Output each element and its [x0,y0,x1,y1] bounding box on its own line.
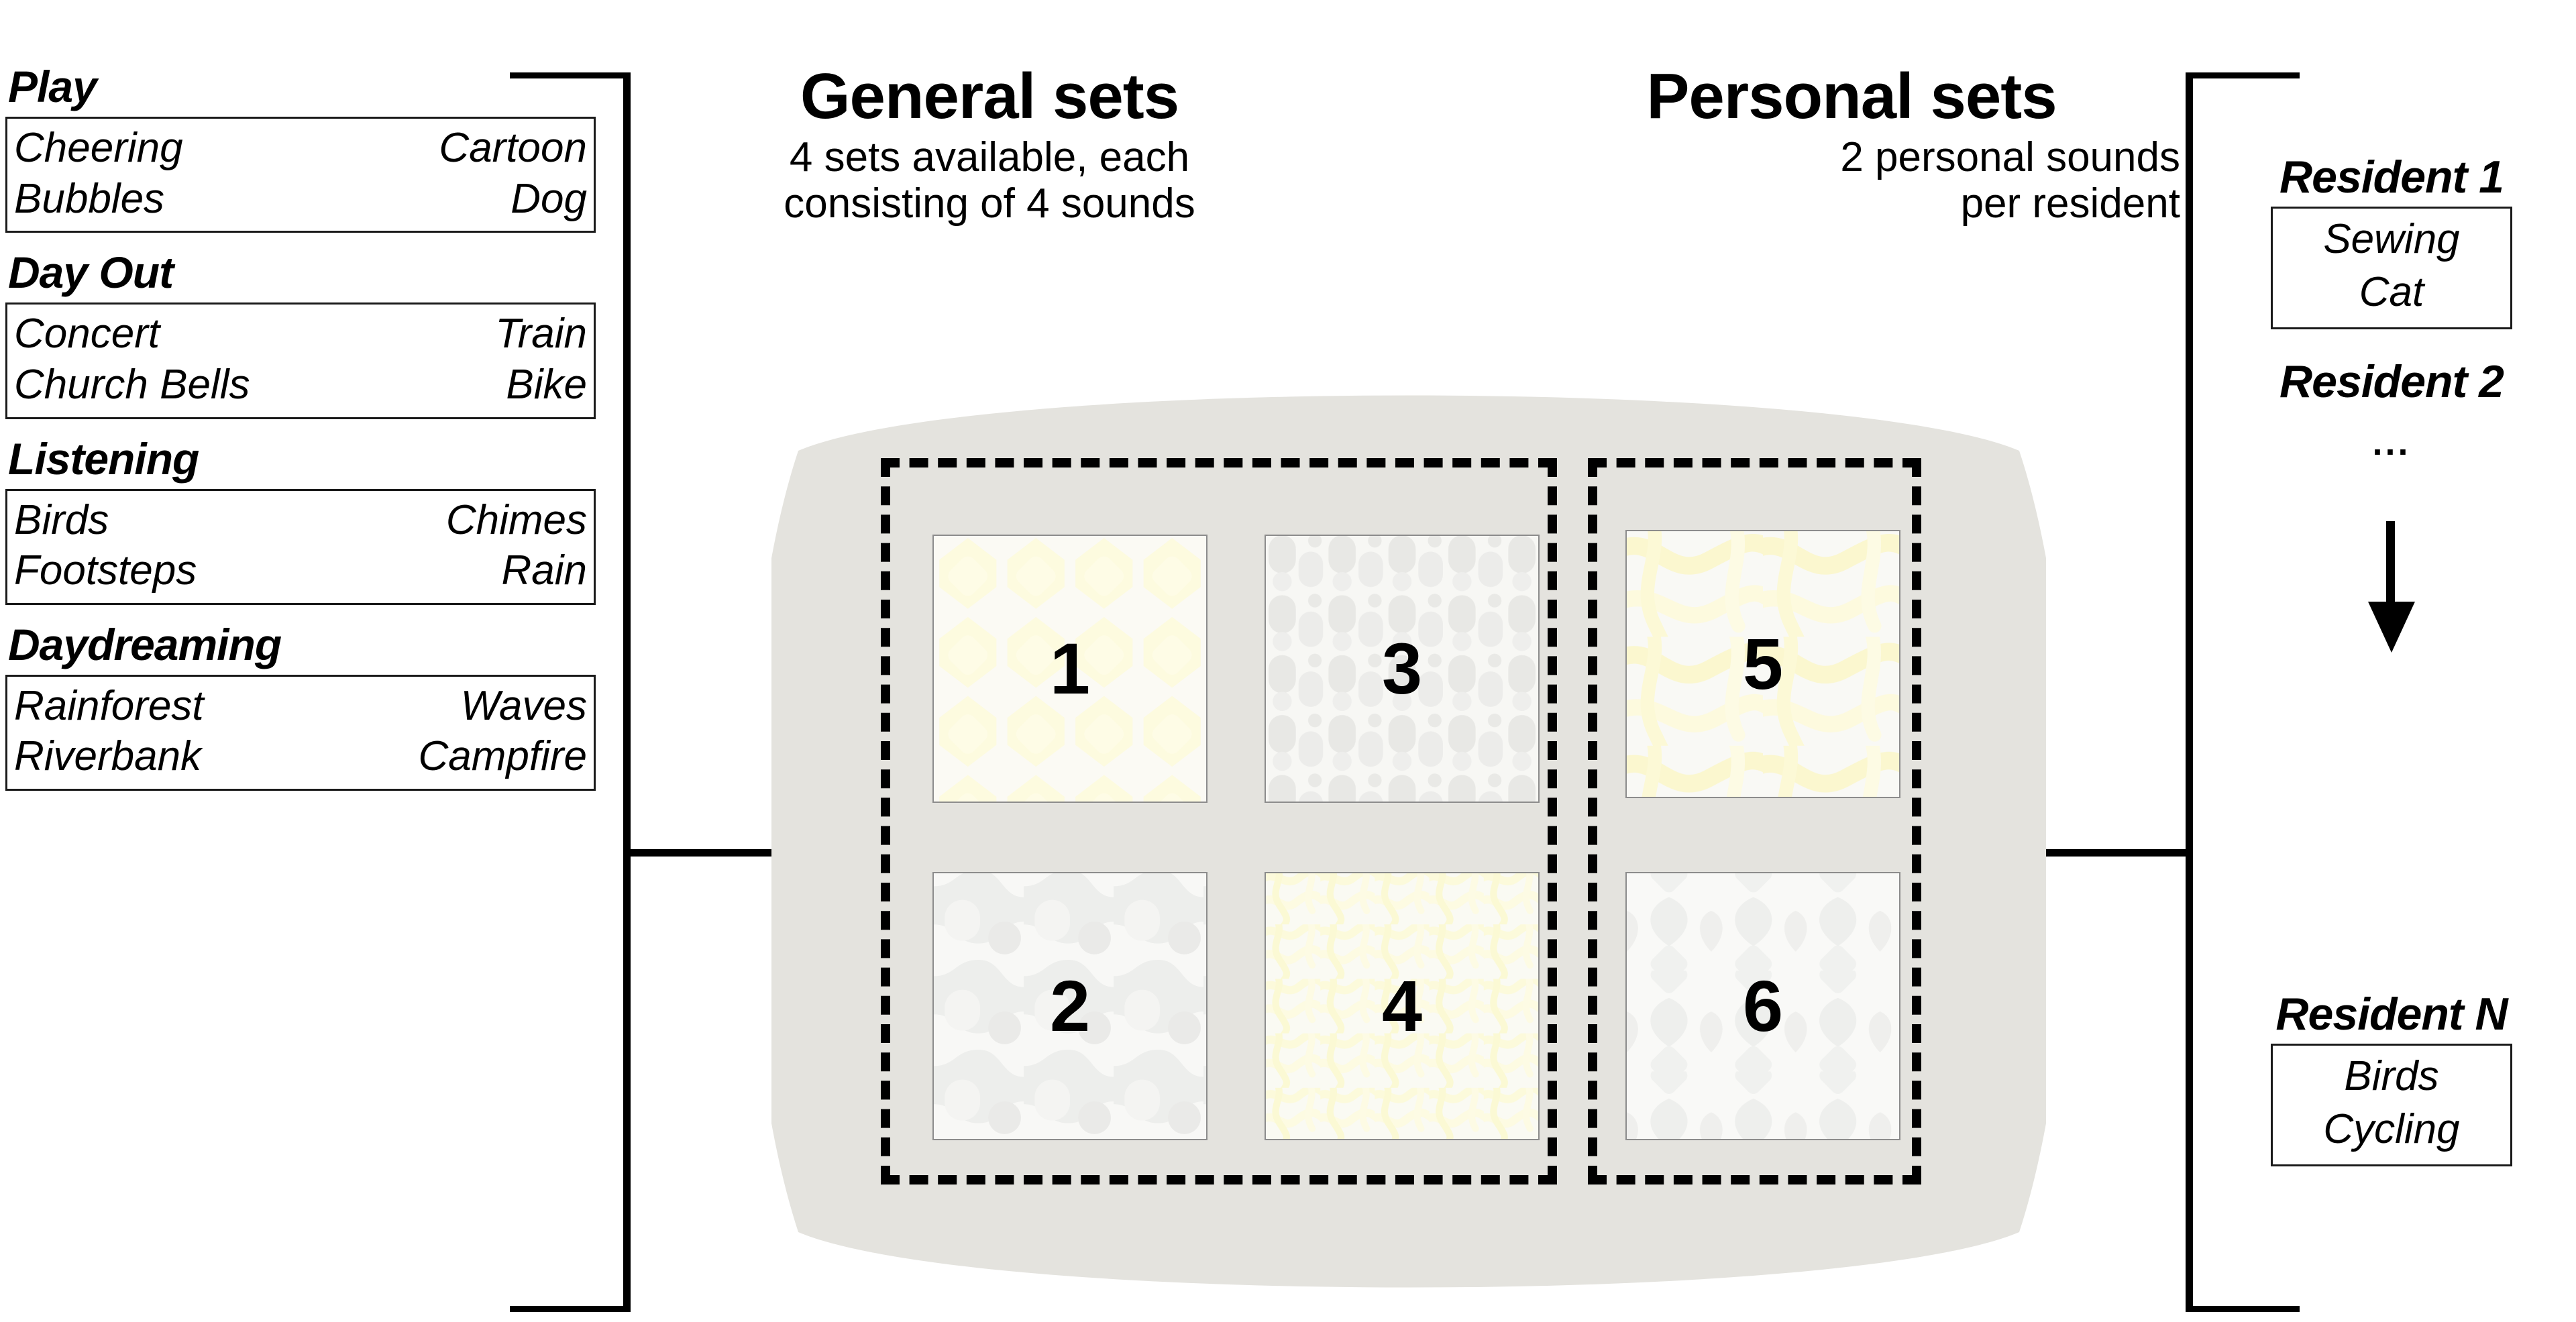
connector-left-to-cushion [624,849,885,857]
general-sets-subtitle-line1: 4 sets available, each [789,134,1190,180]
right-bracket [2186,72,2300,1312]
diamond-yellow-pattern-icon [934,536,1206,802]
sound-label: Church Bells [14,361,250,408]
category-block-daydreaming: Daydreaming Rainforest Waves Riverbank C… [5,622,596,791]
sound-label: Bubbles [14,175,165,222]
resident-title: Resident 1 [2279,152,2504,203]
wave-yellow-pattern-icon [1627,531,1899,797]
sound-label: Bike [506,361,587,408]
resident-sound-label: Cycling [2323,1106,2460,1153]
general-sets-header: General sets 4 sets available, each cons… [644,64,1335,227]
sound-label: Dog [511,175,587,222]
category-sound-box: Concert Train Church Bells Bike [5,302,596,419]
category-sound-box: Cheering Cartoon Bubbles Dog [5,117,596,233]
sound-tile-2[interactable]: 2 [932,872,1208,1140]
sound-label: Birds [14,496,109,543]
resident-title: Resident N [2275,989,2508,1040]
squiggle-yellow-pattern-icon [1266,873,1538,1139]
left-bracket [510,72,631,1312]
bracket-top-arm [2186,72,2300,78]
tile-number: 1 [1049,628,1091,709]
residents-column: Resident 1 Sewing Cat Resident 2 ... [2214,154,2569,659]
sound-label: Cheering [14,125,183,171]
connector-cushion-to-right [1932,849,2190,857]
category-block-play: Play Cheering Cartoon Bubbles Dog [5,64,596,233]
category-title: Day Out [8,247,174,298]
tile-number: 6 [1742,965,1784,1046]
sound-label: Riverbank [14,733,202,780]
personal-sets-dashed-group [1588,458,1921,1185]
resident-title: Resident 2 [2279,355,2504,407]
general-sets-title: General sets [800,60,1179,132]
sound-label: Chimes [445,496,587,543]
bracket-top-arm [510,72,631,78]
sound-label: Train [495,311,587,357]
category-block-day-out: Day Out Concert Train Church Bells Bike [5,250,596,419]
resident-sound-label: Birds [2344,1053,2439,1099]
resident-sound-label: Cat [2359,269,2424,316]
sound-label: Footsteps [14,547,197,594]
bracket-spine [623,72,631,1312]
category-sound-box: Rainforest Waves Riverbank Campfire [5,674,596,791]
sound-tile-3[interactable]: 3 [1265,535,1540,803]
general-sets-subtitle-line2: consisting of 4 sounds [784,180,1195,227]
sound-label: Rainforest [14,682,204,729]
sound-row: Bubbles Dog [14,174,587,225]
resident-sound-box: Birds Cycling [2271,1044,2512,1166]
personal-sets-subtitle-line1: 2 personal sounds [1840,134,2180,180]
sound-label: Waves [460,682,587,729]
sound-categories-column: Play Cheering Cartoon Bubbles Dog Day Ou… [5,64,596,808]
leaf-grey-pattern-icon [1627,873,1899,1139]
sound-label: Cartoon [439,125,587,171]
sound-row: Cheering Cartoon [14,123,587,174]
category-block-listening: Listening Birds Chimes Footsteps Rain [5,437,596,605]
residents-ellipsis: ... [2372,422,2411,463]
tile-number: 3 [1381,628,1423,709]
sound-row: Birds Chimes [14,495,587,546]
sound-row: Footsteps Rain [14,545,587,596]
category-title: Daydreaming [8,619,282,669]
personal-sets-title: Personal sets [1646,60,2057,132]
personal-sets-header: Personal sets 2 personal sounds per resi… [1516,64,2187,227]
blob-grey-pattern-icon [934,873,1206,1139]
personal-sets-subtitle-line2: per resident [1960,180,2180,227]
sound-row: Rainforest Waves [14,681,587,732]
down-arrow-icon [2351,520,2432,659]
resident-sound-box: Sewing Cat [2271,207,2512,329]
resident-block-2: Resident 2 ... [2214,359,2569,463]
category-title: Listening [8,433,199,484]
sound-label: Campfire [418,733,587,780]
sound-tile-4[interactable]: 4 [1265,872,1540,1140]
sound-label: Concert [14,311,160,357]
category-sound-box: Birds Chimes Footsteps Rain [5,488,596,605]
sound-label: Rain [501,547,587,594]
sound-row: Concert Train [14,309,587,360]
bracket-spine [2186,72,2193,1312]
bracket-bottom-arm [510,1306,631,1312]
tile-number: 2 [1049,965,1091,1046]
sound-tile-5[interactable]: 5 [1625,530,1900,798]
tile-number: 5 [1742,623,1784,704]
resident-block-n: Resident N Birds Cycling [2214,991,2569,1166]
category-title: Play [8,62,97,111]
pebble-grey-pattern-icon [1266,536,1538,802]
sound-tile-6[interactable]: 6 [1625,872,1900,1140]
general-sets-dashed-group [881,458,1557,1185]
resident-block-1: Resident 1 Sewing Cat [2214,154,2569,329]
bracket-bottom-arm [2186,1306,2300,1312]
resident-sound-label: Sewing [2323,216,2460,262]
sound-row: Church Bells Bike [14,360,587,410]
sound-tile-1[interactable]: 1 [932,535,1208,803]
sound-row: Riverbank Campfire [14,731,587,782]
tile-number: 4 [1381,965,1423,1046]
